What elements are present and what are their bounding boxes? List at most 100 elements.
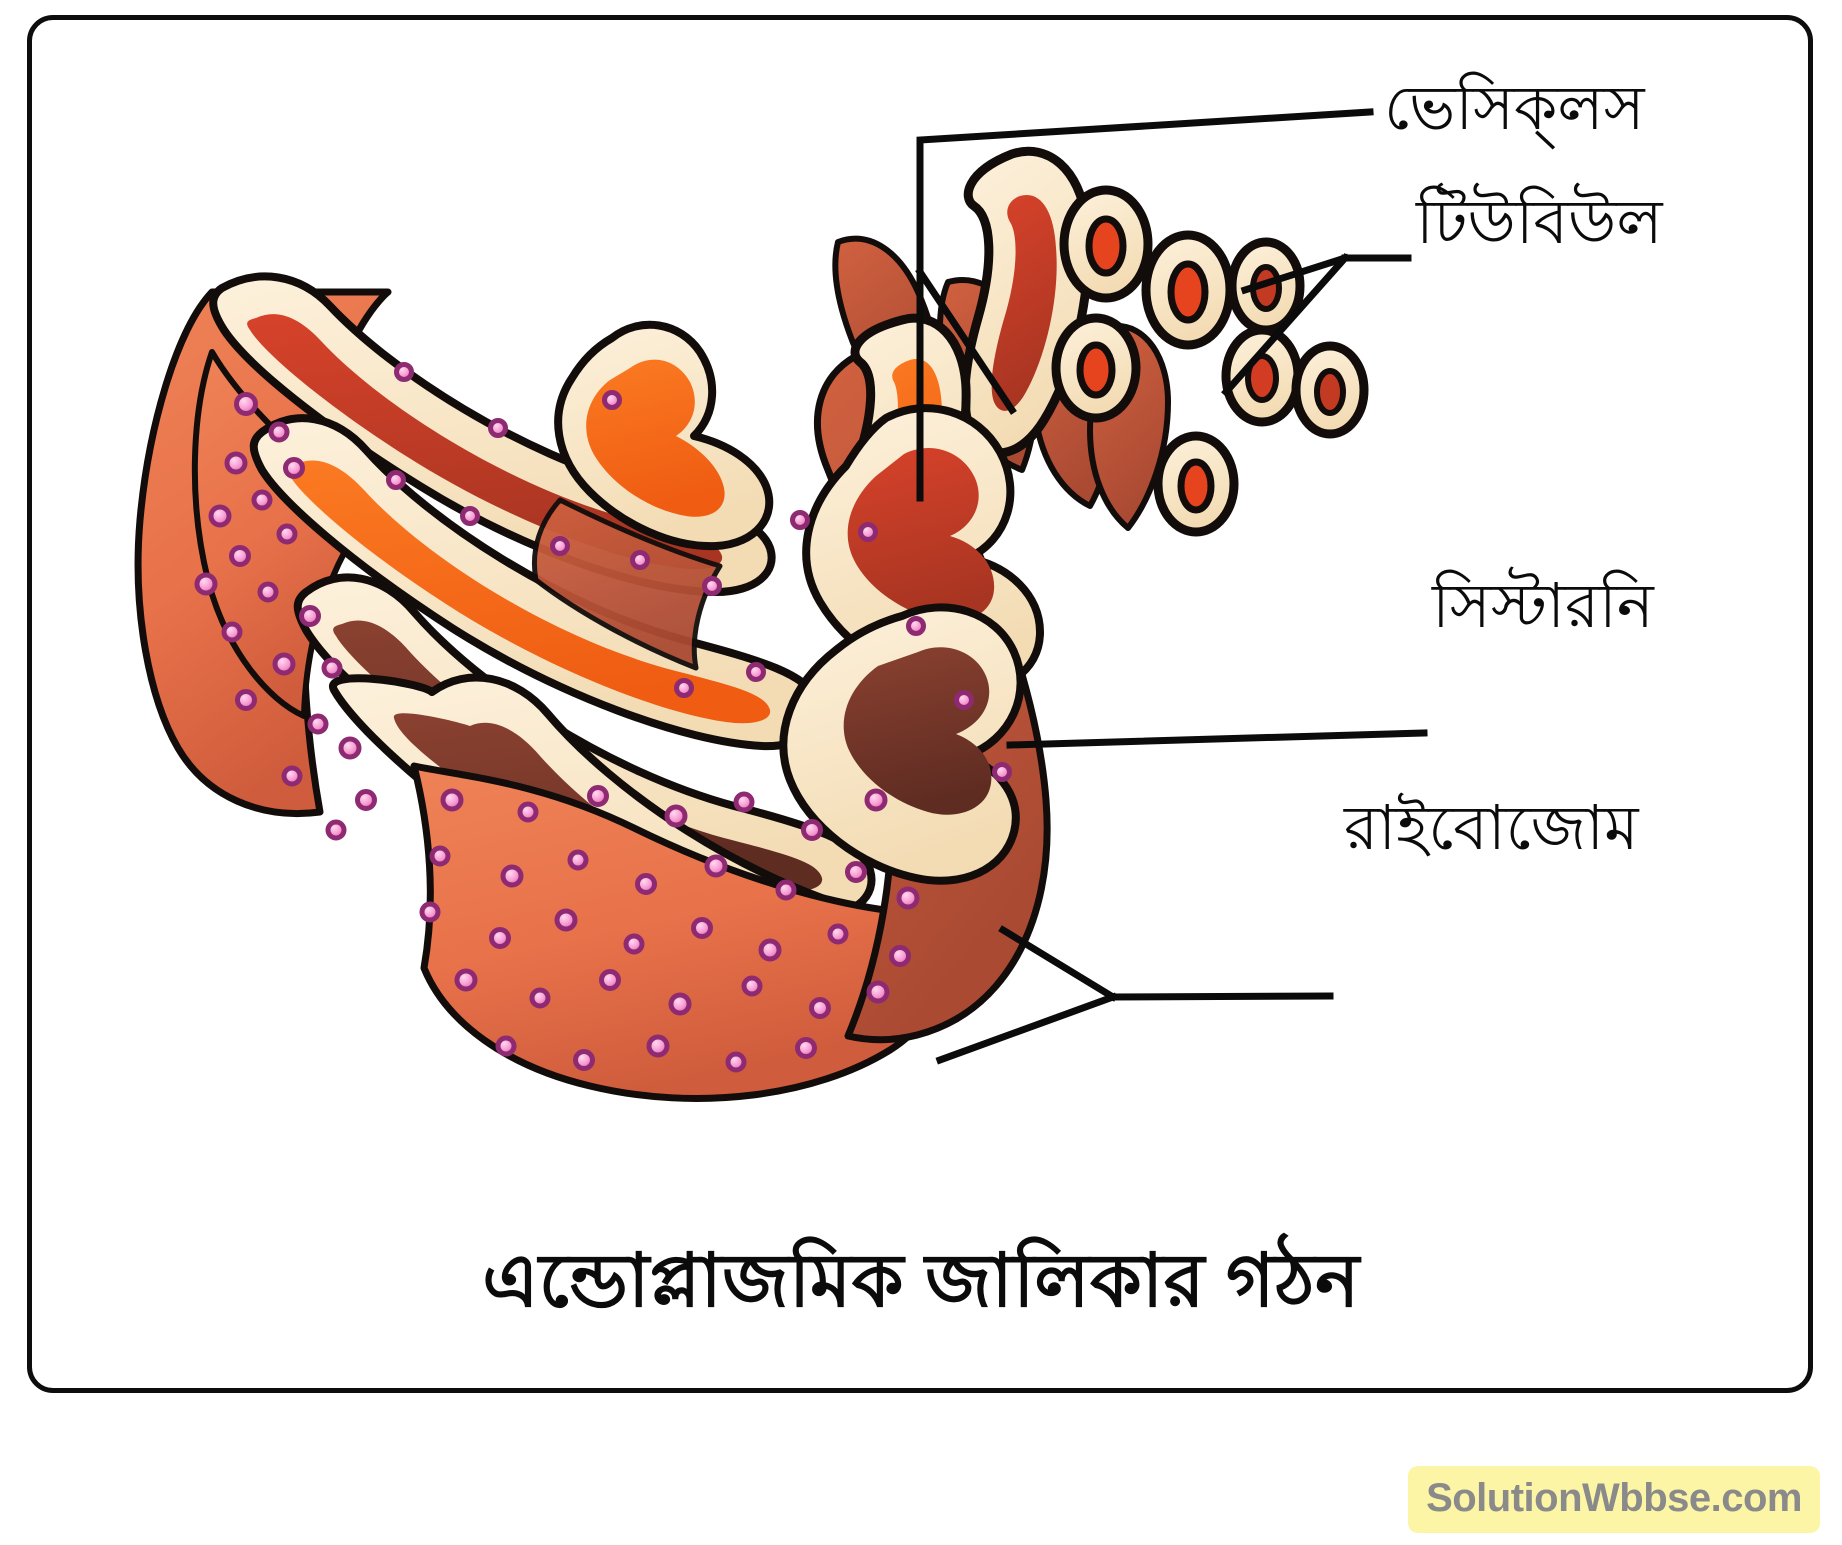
ribosome: [635, 873, 657, 895]
ribosome: [321, 657, 343, 679]
cisterna-3-lumen: [333, 620, 823, 892]
ribosome: [488, 418, 508, 438]
tubule-ring-7-lumen: [1177, 458, 1215, 514]
ribosome: [338, 736, 362, 760]
ribosome: [454, 968, 478, 992]
ribosome: [827, 923, 849, 945]
ribosome: [864, 788, 888, 812]
ribosome: [733, 791, 755, 813]
ribosome: [664, 804, 688, 828]
ribosome: [281, 765, 303, 787]
ribosome: [440, 788, 464, 812]
leader-lines: [915, 108, 1428, 1065]
ribosome: [394, 362, 414, 382]
ribosome: [235, 689, 257, 711]
ribosome: [529, 987, 551, 1009]
leader-ribosome-stem: [1109, 992, 1334, 1001]
ribosome: [702, 576, 722, 596]
ribosome: [646, 1034, 670, 1058]
ribosome: [208, 504, 232, 528]
tubule-ring-1-lumen: [1085, 215, 1127, 277]
ribosome: [587, 785, 609, 807]
ribosome: [889, 945, 911, 967]
ribosome: [691, 917, 713, 939]
ribosome: [460, 506, 480, 526]
ribosome: [599, 969, 621, 991]
ribosome: [194, 572, 218, 596]
ribosome: [704, 854, 728, 878]
ribosome: [495, 1035, 517, 1057]
ribosome: [775, 879, 797, 901]
ribosome: [809, 997, 831, 1019]
ribosome: [272, 652, 296, 676]
er-body-centre: [531, 497, 723, 671]
ribosome: [758, 938, 782, 962]
ribosome: [429, 845, 451, 867]
leader-tubule-prong-2: [1221, 253, 1350, 397]
vesicle-1-lumen: [991, 194, 1057, 411]
ribosomes-group: [194, 362, 1012, 1073]
ribosome: [276, 523, 298, 545]
ribosome: [355, 789, 377, 811]
ribosome: [489, 927, 511, 949]
ribosome: [858, 522, 878, 542]
tubule-ring-4-lumen: [1076, 341, 1116, 399]
ribosome: [299, 605, 321, 627]
ribosome: [845, 861, 867, 883]
ribosome: [801, 819, 823, 841]
ribosome: [795, 1037, 817, 1059]
watermark-solutionwbbse: SolutionWbbse.com: [1408, 1466, 1820, 1533]
ribosome: [554, 908, 578, 932]
ribosome: [896, 886, 920, 910]
ribosome: [992, 762, 1012, 782]
ribosome: [725, 1051, 747, 1073]
ribosome: [224, 451, 248, 475]
ribosome: [500, 864, 524, 888]
label-tubule: টিউবিউল: [1416, 188, 1663, 257]
ribosome: [257, 581, 279, 603]
ribosome: [517, 801, 539, 823]
leader-cisternae: [1006, 729, 1428, 749]
ribosome: [234, 392, 258, 416]
ribosome: [741, 975, 763, 997]
tubule-ring-2-lumen: [1167, 260, 1209, 324]
ribosome: [567, 849, 589, 871]
ribosome: [746, 662, 766, 682]
tubules-group: [779, 146, 1369, 1044]
label-vesicles: ভেসিক্‌লস: [1384, 74, 1645, 143]
figure-caption: এন্ডোপ্লাজমিক জালিকার গঠন: [482, 1239, 1360, 1322]
ribosome: [790, 510, 810, 530]
ribosome: [550, 536, 570, 556]
ribosome: [307, 713, 329, 735]
leader-ribosome-prong-2: [935, 992, 1118, 1065]
ribosome: [630, 550, 650, 570]
leader-ribosome-prong-1: [998, 925, 1118, 1002]
ribosome: [283, 457, 305, 479]
ribosome: [386, 470, 406, 490]
leader-tubule-prong-1: [1240, 253, 1350, 295]
ribosome: [325, 819, 347, 841]
cisterna-2-lumen: [287, 460, 771, 724]
ribosome: [602, 390, 622, 410]
ribosome: [229, 545, 251, 567]
ribosome: [251, 489, 273, 511]
ribosome: [954, 690, 974, 710]
ribosome: [623, 933, 645, 955]
cisterna-right-fold-2-lumen: [843, 647, 992, 815]
cisterna-right-fold-1-lumen: [847, 448, 995, 622]
ribosome: [221, 621, 243, 643]
leader-vesicles-branch: [915, 267, 1017, 415]
ribosome: [668, 992, 692, 1016]
tubule-cross-sections: [1051, 185, 1369, 537]
leader-vesicles: [916, 108, 1374, 502]
ribosome: [674, 678, 694, 698]
ribosome: [573, 1049, 595, 1071]
ribosome: [866, 980, 890, 1004]
tubule-ring-6-lumen: [1314, 368, 1346, 416]
ribosome: [419, 901, 441, 923]
ribosome: [906, 616, 926, 636]
label-ribosome: রাইবোজোম: [1344, 794, 1639, 863]
label-cisternae: সিস্টারনি: [1432, 572, 1654, 641]
ribosome: [268, 421, 290, 443]
